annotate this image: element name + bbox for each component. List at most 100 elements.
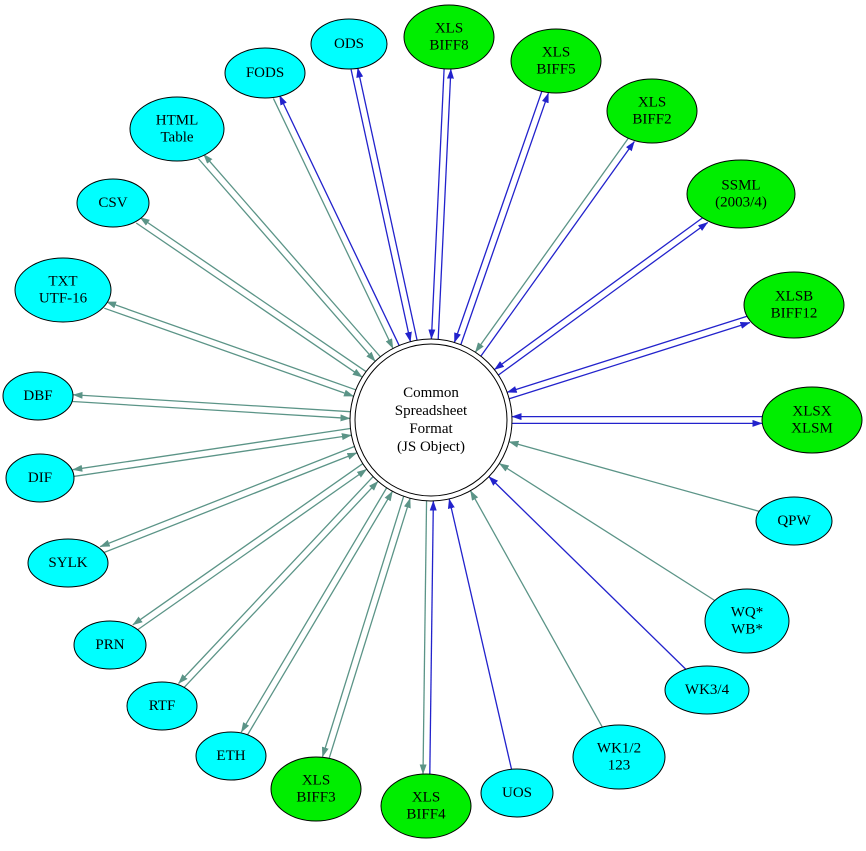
format-node-label: XLSB <box>775 289 813 305</box>
edge-html-table-read-arrow <box>197 158 376 362</box>
format-node-shape <box>380 773 472 839</box>
format-node-label: BIFF5 <box>536 62 575 78</box>
edge-wk34-read-arrow <box>488 476 687 670</box>
edge-xls-biff3-read-arrow <box>328 497 411 759</box>
format-node-shape <box>686 159 796 229</box>
edge-xls-biff4-read-arrow <box>429 500 437 775</box>
format-node-shape <box>5 453 75 503</box>
format-node-csv: CSV <box>76 178 150 228</box>
edge-fods-read-arrow <box>272 98 394 349</box>
format-node-label: RTF <box>149 698 176 714</box>
edge-prn-write-arrow <box>132 463 364 626</box>
edge-prn-read-arrow <box>136 468 368 631</box>
edge-xls-biff2-write-arrow <box>480 141 635 357</box>
edge-ssml-write-arrow <box>498 221 709 376</box>
edge-dif-write-arrow <box>72 427 351 472</box>
format-node-label: BIFF2 <box>632 112 671 128</box>
edge-rtf-write-arrow <box>178 476 374 684</box>
format-node-wq-wb: WQ*WB* <box>704 588 790 654</box>
format-node-label: DBF <box>23 388 52 404</box>
center-node-label: Spreadsheet <box>395 403 468 419</box>
format-node-shape <box>27 538 109 588</box>
center-inner-circle <box>354 343 508 497</box>
edges-layer <box>72 67 763 775</box>
format-node-shape <box>14 257 112 323</box>
format-node-shape <box>126 681 198 731</box>
center-node-label: (JS Object) <box>397 439 465 455</box>
edge-wk12-123-read-arrow <box>469 490 603 728</box>
format-node-label: 123 <box>608 758 631 774</box>
edge-qpw-read-arrow <box>508 440 760 512</box>
format-node-label: SYLK <box>48 555 87 571</box>
edge-txt-utf16-write-arrow <box>106 301 356 391</box>
edge-xls-biff4-write-arrow <box>419 500 428 775</box>
edge-xlsb-biff12-write-arrow <box>509 321 751 400</box>
edge-txt-utf16-read-arrow <box>104 307 354 397</box>
edge-eth-read-arrow <box>246 490 394 736</box>
format-node-label: UOS <box>502 785 532 801</box>
format-node-prn: PRN <box>73 620 147 670</box>
format-node-ssml: SSML(2003/4) <box>686 159 796 229</box>
format-node-shape <box>195 731 267 781</box>
edge-csv-write-arrow <box>139 216 367 373</box>
format-node-label: WQ* <box>731 605 764 621</box>
format-node-label: WK1/2 <box>597 741 641 757</box>
center-node-label: Format <box>409 421 453 437</box>
format-node-dbf: DBF <box>2 371 74 421</box>
edge-wq-wb-read-arrow <box>498 462 716 602</box>
format-node-shape <box>270 756 362 822</box>
format-node-label: BIFF8 <box>429 38 468 54</box>
format-node-shape <box>310 18 388 70</box>
format-node-sylk: SYLK <box>27 538 109 588</box>
format-node-label: TXT <box>48 274 77 290</box>
edge-rtf-read-arrow <box>182 480 379 689</box>
format-node-label: BIFF12 <box>771 306 818 322</box>
format-node-ods: ODS <box>310 18 388 70</box>
edge-html-table-write-arrow <box>203 153 381 358</box>
format-node-label: QPW <box>777 513 811 529</box>
edge-ods-read-arrow <box>350 69 412 343</box>
format-node-label: SSML <box>721 178 760 194</box>
format-node-shape <box>403 4 495 70</box>
format-node-shape <box>224 47 306 99</box>
format-node-shape <box>76 178 150 228</box>
format-node-uos: UOS <box>480 768 554 818</box>
format-node-shape <box>755 496 833 546</box>
format-node-shape <box>664 665 750 715</box>
format-node-label: HTML <box>156 113 199 129</box>
edge-ssml-read-arrow <box>494 216 705 371</box>
format-node-label: ODS <box>334 36 364 52</box>
format-node-label: (2003/4) <box>715 195 767 211</box>
edge-uos-read-arrow <box>447 498 513 770</box>
center-outer-circle <box>349 338 513 502</box>
format-node-label: XLS <box>638 95 666 111</box>
format-node-dif: DIF <box>5 453 75 503</box>
edge-xls-biff3-write-arrow <box>321 496 405 758</box>
format-node-label: ETH <box>216 748 245 764</box>
edge-fods-write-arrow <box>278 95 400 346</box>
format-node-label: FODS <box>246 65 284 81</box>
format-node-rtf: RTF <box>126 681 198 731</box>
format-node-label: BIFF3 <box>296 790 335 806</box>
edge-dbf-read-arrow <box>72 400 351 422</box>
format-node-label: XLSM <box>791 421 833 437</box>
format-node-label: XLS <box>412 790 440 806</box>
edge-dif-read-arrow <box>73 433 352 478</box>
format-node-shape <box>761 386 863 454</box>
format-node-label: PRN <box>95 637 124 653</box>
format-node-label: WK3/4 <box>685 682 730 698</box>
edge-csv-read-arrow <box>135 222 363 378</box>
format-node-shape <box>129 96 225 162</box>
edge-dbf-write-arrow <box>72 391 351 413</box>
edge-xls-biff2-read-arrow <box>474 137 630 353</box>
